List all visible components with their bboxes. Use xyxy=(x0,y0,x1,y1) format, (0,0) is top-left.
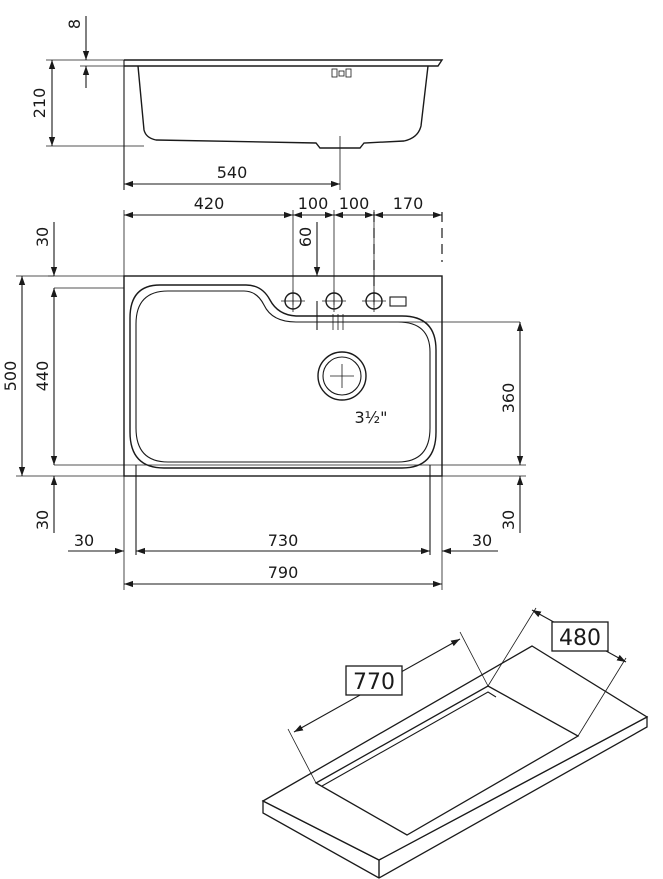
dim-depth: 210 xyxy=(30,88,49,119)
dim-bottom-rim-left: 30 xyxy=(33,510,52,530)
dim-side-right: 30 xyxy=(472,531,492,550)
cutout-length-box xyxy=(345,665,403,696)
dim-inner-depth: 440 xyxy=(33,361,52,392)
dim-bowl-depth: 360 xyxy=(499,383,518,414)
overflow-icon xyxy=(331,68,352,78)
dim-total-width: 790 xyxy=(268,563,299,582)
bowl-outline xyxy=(129,284,437,469)
dim-hole-offset: 60 xyxy=(296,227,315,247)
dim-bowl-width: 540 xyxy=(217,163,248,182)
dim-top-rim: 30 xyxy=(33,227,52,247)
side-rim xyxy=(124,59,444,67)
outer-rim xyxy=(123,275,443,477)
top-view: 3½" 420 100 100 170 60 30 500 440 xyxy=(1,194,526,590)
dim-inner-width: 730 xyxy=(268,531,299,550)
overflow-slot-icon xyxy=(389,296,407,307)
tap-hole-icon xyxy=(281,290,386,312)
dim-hole-to-edge: 170 xyxy=(393,194,424,213)
side-view: 8 210 540 xyxy=(30,16,444,190)
dim-hole-spacing-2: 100 xyxy=(339,194,370,213)
dim-left-to-hole: 420 xyxy=(194,194,225,213)
dim-cutout-width: 480 xyxy=(559,626,601,651)
cutout-view: 770 480 xyxy=(261,607,649,879)
dim-cutout-length: 770 xyxy=(353,670,395,695)
dim-side-left: 30 xyxy=(74,531,94,550)
dim-total-depth: 500 xyxy=(1,361,20,392)
drain-icon xyxy=(317,351,367,401)
cutout-width-box xyxy=(551,621,609,652)
bowl-inner xyxy=(135,290,431,463)
drain-size-label: 3½" xyxy=(354,408,387,427)
dim-hole-spacing-1: 100 xyxy=(298,194,329,213)
dim-rim-thickness: 8 xyxy=(65,19,84,29)
dim-bottom-rim-right: 30 xyxy=(499,510,518,530)
side-bowl xyxy=(137,65,429,149)
